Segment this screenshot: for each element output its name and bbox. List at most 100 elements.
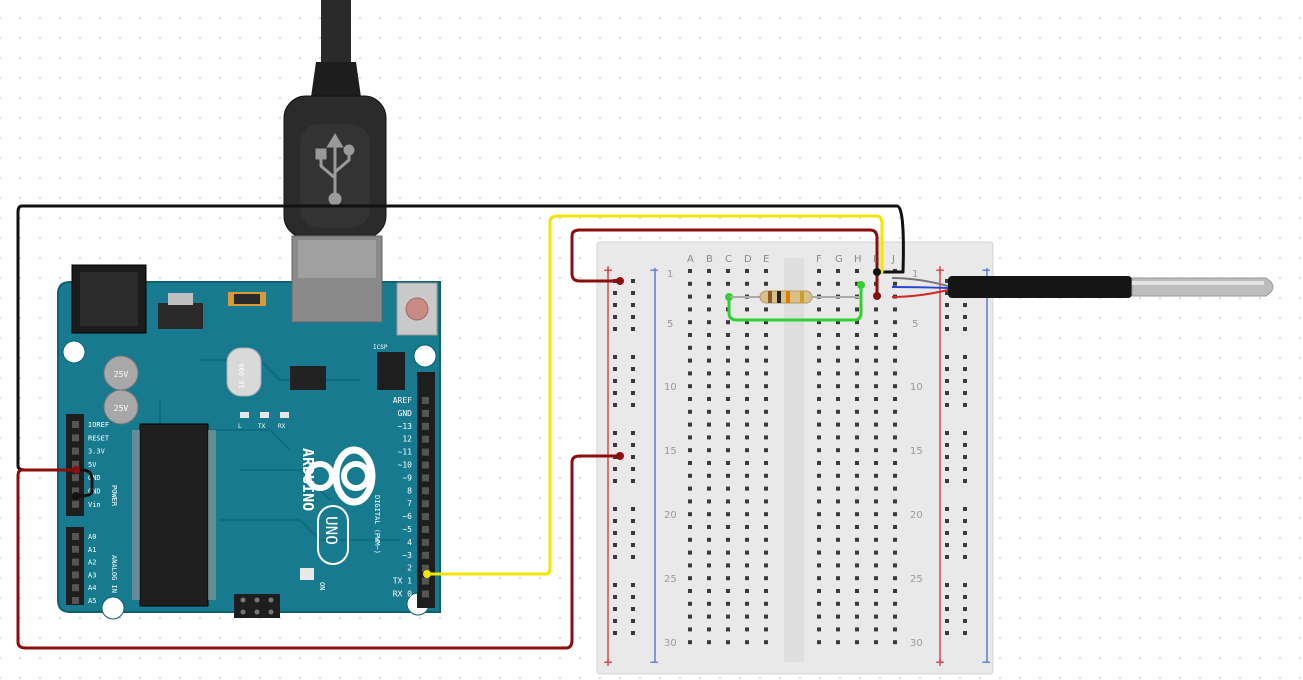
rail-hole (963, 583, 967, 587)
digital-pin-socket (422, 590, 429, 598)
breadboard-hole (855, 397, 859, 401)
breadboard-hole (817, 358, 821, 363)
digital-pin-label: ~9 (402, 473, 412, 482)
digital-pin-socket (422, 461, 429, 469)
breadboard-hole (874, 499, 878, 504)
breadboard-hole (893, 333, 897, 337)
rail-hole (963, 507, 967, 511)
breadboard-hole (817, 525, 821, 529)
rail-hole (963, 519, 967, 523)
rail-hole (945, 455, 949, 459)
breadboard-hole (764, 525, 768, 529)
analog-pin-label: A3 (88, 571, 96, 579)
digital-header-caption: DIGITAL (PWM~) (373, 495, 381, 554)
breadboard-hole (874, 627, 878, 632)
temperature-sensor-probe (891, 276, 1274, 298)
digital-pin-socket (422, 564, 429, 572)
breadboard-hole (707, 627, 711, 632)
breadboard-hole (745, 614, 749, 619)
row-number-5-left: 5 (667, 319, 673, 330)
breadboard-hole (745, 576, 749, 581)
rail-hole (631, 479, 635, 483)
arduino-uno-board: 25V 25V 16.000 L TX RX ICSP (57, 264, 441, 620)
rail-hole (945, 291, 949, 295)
breadboard-hole (893, 614, 897, 619)
breadboard-hole (688, 627, 692, 632)
breadboard-hole (893, 473, 897, 478)
digital-pin-label: ~3 (402, 551, 412, 560)
breadboard-hole (893, 461, 897, 465)
breadboard-hole (764, 320, 768, 325)
resistor[interactable] (730, 290, 860, 304)
breadboard-hole (855, 473, 859, 478)
breadboard-hole (836, 409, 840, 414)
green-jumper-wire[interactable] (727, 283, 863, 322)
rail-hole (613, 379, 617, 383)
breadboard-hole (745, 307, 749, 312)
breadboard-hole (707, 294, 711, 299)
breadboard-hole (707, 435, 711, 440)
breadboard-hole (688, 563, 692, 568)
breadboard-hole (764, 448, 768, 453)
breadboard-hole (874, 640, 878, 645)
breadboard-hole (893, 601, 897, 606)
breadboard: + − + − + − + − A B C D E F G H I J 1 5 … (596, 241, 994, 675)
black-ground-wire[interactable] (16, 204, 905, 498)
breadboard-hole (893, 409, 897, 414)
breadboard-hole (836, 384, 840, 389)
breadboard-hole (726, 614, 730, 619)
rail-hole (963, 367, 967, 371)
black-wire-endpoint-row1 (873, 268, 881, 276)
column-letter-e: E (763, 254, 769, 265)
rail-hole (963, 467, 967, 471)
digital-pin-socket (422, 397, 429, 404)
breadboard-hole (745, 563, 749, 568)
breadboard-hole (855, 307, 859, 312)
breadboard-hole (726, 461, 730, 465)
red-rail-wire[interactable] (570, 228, 879, 298)
yellow-signal-wire[interactable] (425, 214, 884, 576)
breadboard-hole (688, 320, 692, 325)
breadboard-hole (836, 333, 840, 337)
breadboard-hole (836, 627, 840, 632)
breadboard-hole (817, 269, 821, 273)
power-pin-label: RESET (88, 434, 110, 442)
rail-hole (945, 519, 949, 523)
breadboard-hole (855, 448, 859, 453)
breadboard-hole (855, 320, 859, 325)
row-number-5-right: 5 (912, 319, 918, 330)
breadboard-hole (836, 422, 840, 427)
rail-hole (945, 531, 949, 535)
analog-pin-socket (72, 584, 79, 592)
rail-hole (613, 531, 617, 535)
red-power-wire[interactable] (16, 454, 622, 650)
breadboard-hole (893, 345, 897, 350)
breadboard-hole (855, 269, 859, 273)
analog-pin-socket (72, 571, 79, 579)
rail-hole (945, 507, 949, 511)
breadboard-hole (745, 461, 749, 465)
power-pin-label: 3.3V (88, 448, 106, 456)
rail-hole (963, 455, 967, 459)
sensor-steel-tip (1131, 277, 1274, 297)
breadboard-hole (688, 499, 692, 504)
breadboard-hole (817, 281, 821, 286)
breadboard-hole (764, 589, 768, 593)
usb-cable (283, 0, 387, 323)
breadboard-hole (764, 371, 768, 376)
breadboard-hole (893, 563, 897, 568)
breadboard-hole (745, 601, 749, 606)
breadboard-hole (707, 281, 711, 286)
rail-hole (631, 379, 635, 383)
rail-hole (945, 619, 949, 623)
reset-button[interactable] (396, 282, 438, 336)
rail-hole (613, 555, 617, 559)
breadboard-hole (764, 486, 768, 491)
breadboard-hole (874, 333, 878, 337)
column-letter-f: F (816, 254, 822, 265)
breadboard-hole (817, 397, 821, 401)
breadboard-hole (836, 563, 840, 568)
arduino-logo (305, 446, 376, 506)
row-number-1-right: 1 (912, 269, 918, 280)
